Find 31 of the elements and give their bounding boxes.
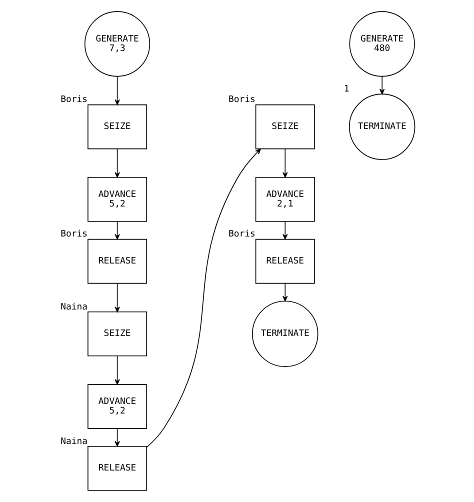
node-box: SEIZE	[87, 104, 147, 150]
arrow	[114, 428, 120, 447]
node-circle: GENERATE 480	[348, 11, 414, 77]
node-label: Boris	[60, 230, 88, 240]
node-label: Naina	[60, 436, 88, 447]
node-box: ADVANCE 2,1	[254, 176, 314, 222]
node-box: SEIZE	[87, 311, 147, 356]
node-box: ADVANCE 5,2	[87, 384, 147, 429]
node-label: Boris	[228, 95, 255, 106]
node-circle: TERMINATE	[348, 94, 415, 160]
arrow	[114, 76, 120, 105]
node-label: Boris	[228, 230, 255, 240]
arrow	[282, 148, 288, 178]
node-circle: GENERATE 7,3	[84, 11, 150, 77]
node-label: Boris	[60, 95, 88, 106]
arrow	[114, 356, 120, 385]
node-box: ADVANCE 5,2	[87, 176, 147, 222]
arrow	[146, 148, 260, 448]
arrow	[378, 76, 384, 94]
node-box: SEIZE	[254, 104, 314, 150]
arrow	[114, 221, 120, 240]
arrow	[282, 221, 288, 240]
node-label: 1	[343, 84, 349, 95]
node-box: RELEASE	[87, 238, 147, 284]
node-box: RELEASE	[87, 446, 147, 491]
node-box: RELEASE	[254, 238, 314, 284]
arrow	[114, 148, 120, 178]
node-circle: TERMINATE	[252, 300, 318, 367]
node-label: Naina	[60, 302, 88, 312]
arrow	[282, 282, 288, 302]
arrow	[114, 282, 120, 312]
